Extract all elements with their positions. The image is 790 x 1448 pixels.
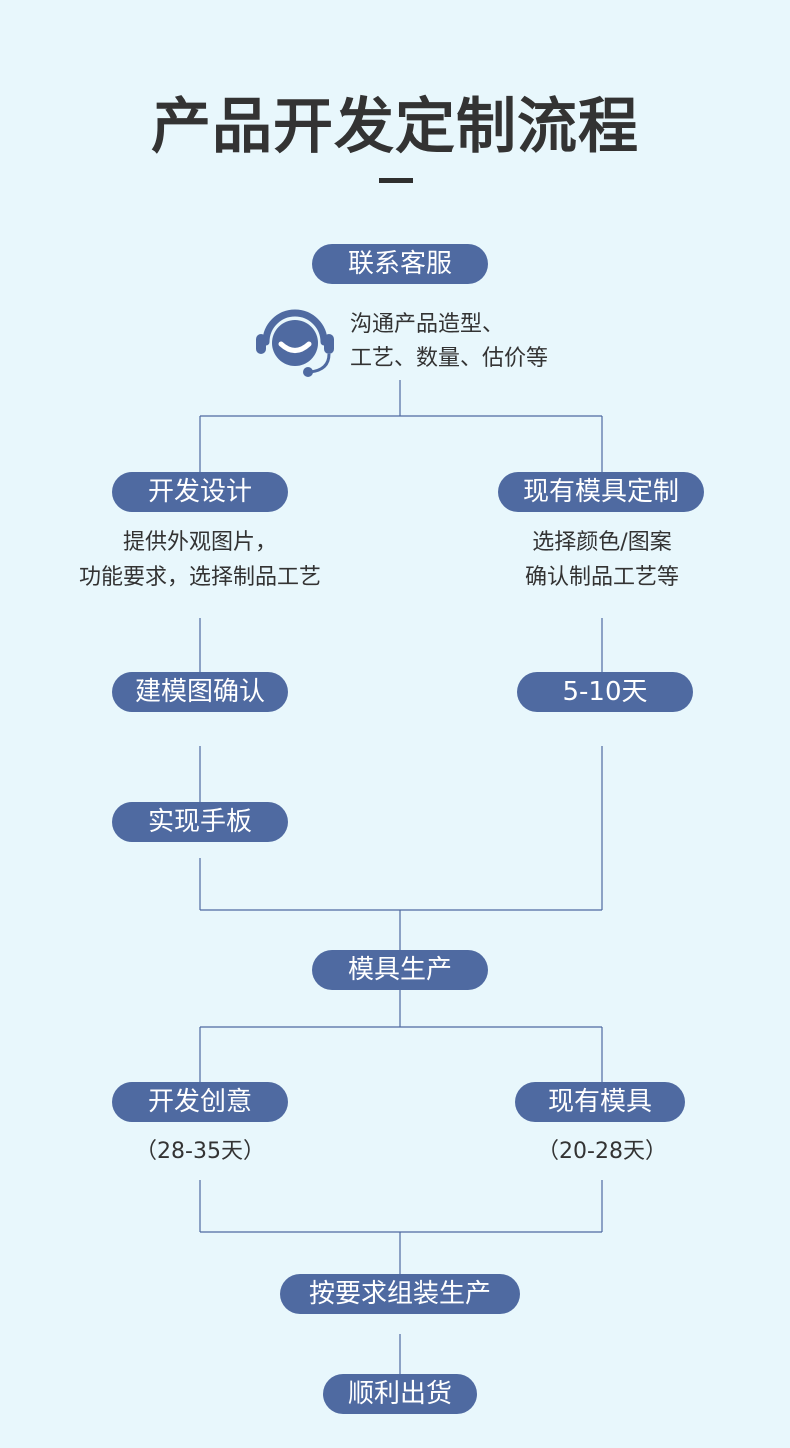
creative-duration: （28-35天）	[135, 1139, 265, 1164]
step-existing-mold-custom: 现有模具定制	[498, 472, 704, 512]
step-creative: 开发创意	[112, 1082, 288, 1122]
headset-agent-icon	[256, 309, 334, 377]
contact-desc-line-2: 工艺、数量、估价等	[350, 346, 549, 371]
step-existing: 现有模具	[515, 1082, 685, 1122]
step-shipping: 顺利出货	[323, 1374, 477, 1414]
design-desc-line-2: 功能要求，选择制品工艺	[78, 565, 321, 590]
step-contact-service: 联系客服	[312, 244, 488, 284]
title-underline	[379, 178, 413, 183]
step-model-confirm: 建模图确认	[112, 672, 288, 712]
step-assembly: 按要求组装生产	[280, 1274, 520, 1314]
step-mold-production: 模具生产	[312, 950, 488, 990]
step-duration: 5-10天	[517, 672, 693, 712]
step-prototype: 实现手板	[112, 802, 288, 842]
existing-duration: （20-28天）	[537, 1139, 667, 1164]
existing-mold-desc-line-1: 选择颜色/图案	[532, 530, 672, 555]
page-title: 产品开发定制流程	[151, 92, 639, 162]
existing-mold-desc-line-2: 确认制品工艺等	[524, 565, 679, 590]
design-desc-line-1: 提供外观图片，	[122, 530, 277, 555]
step-design: 开发设计	[112, 472, 288, 512]
contact-desc-line-1: 沟通产品造型、	[350, 312, 505, 337]
